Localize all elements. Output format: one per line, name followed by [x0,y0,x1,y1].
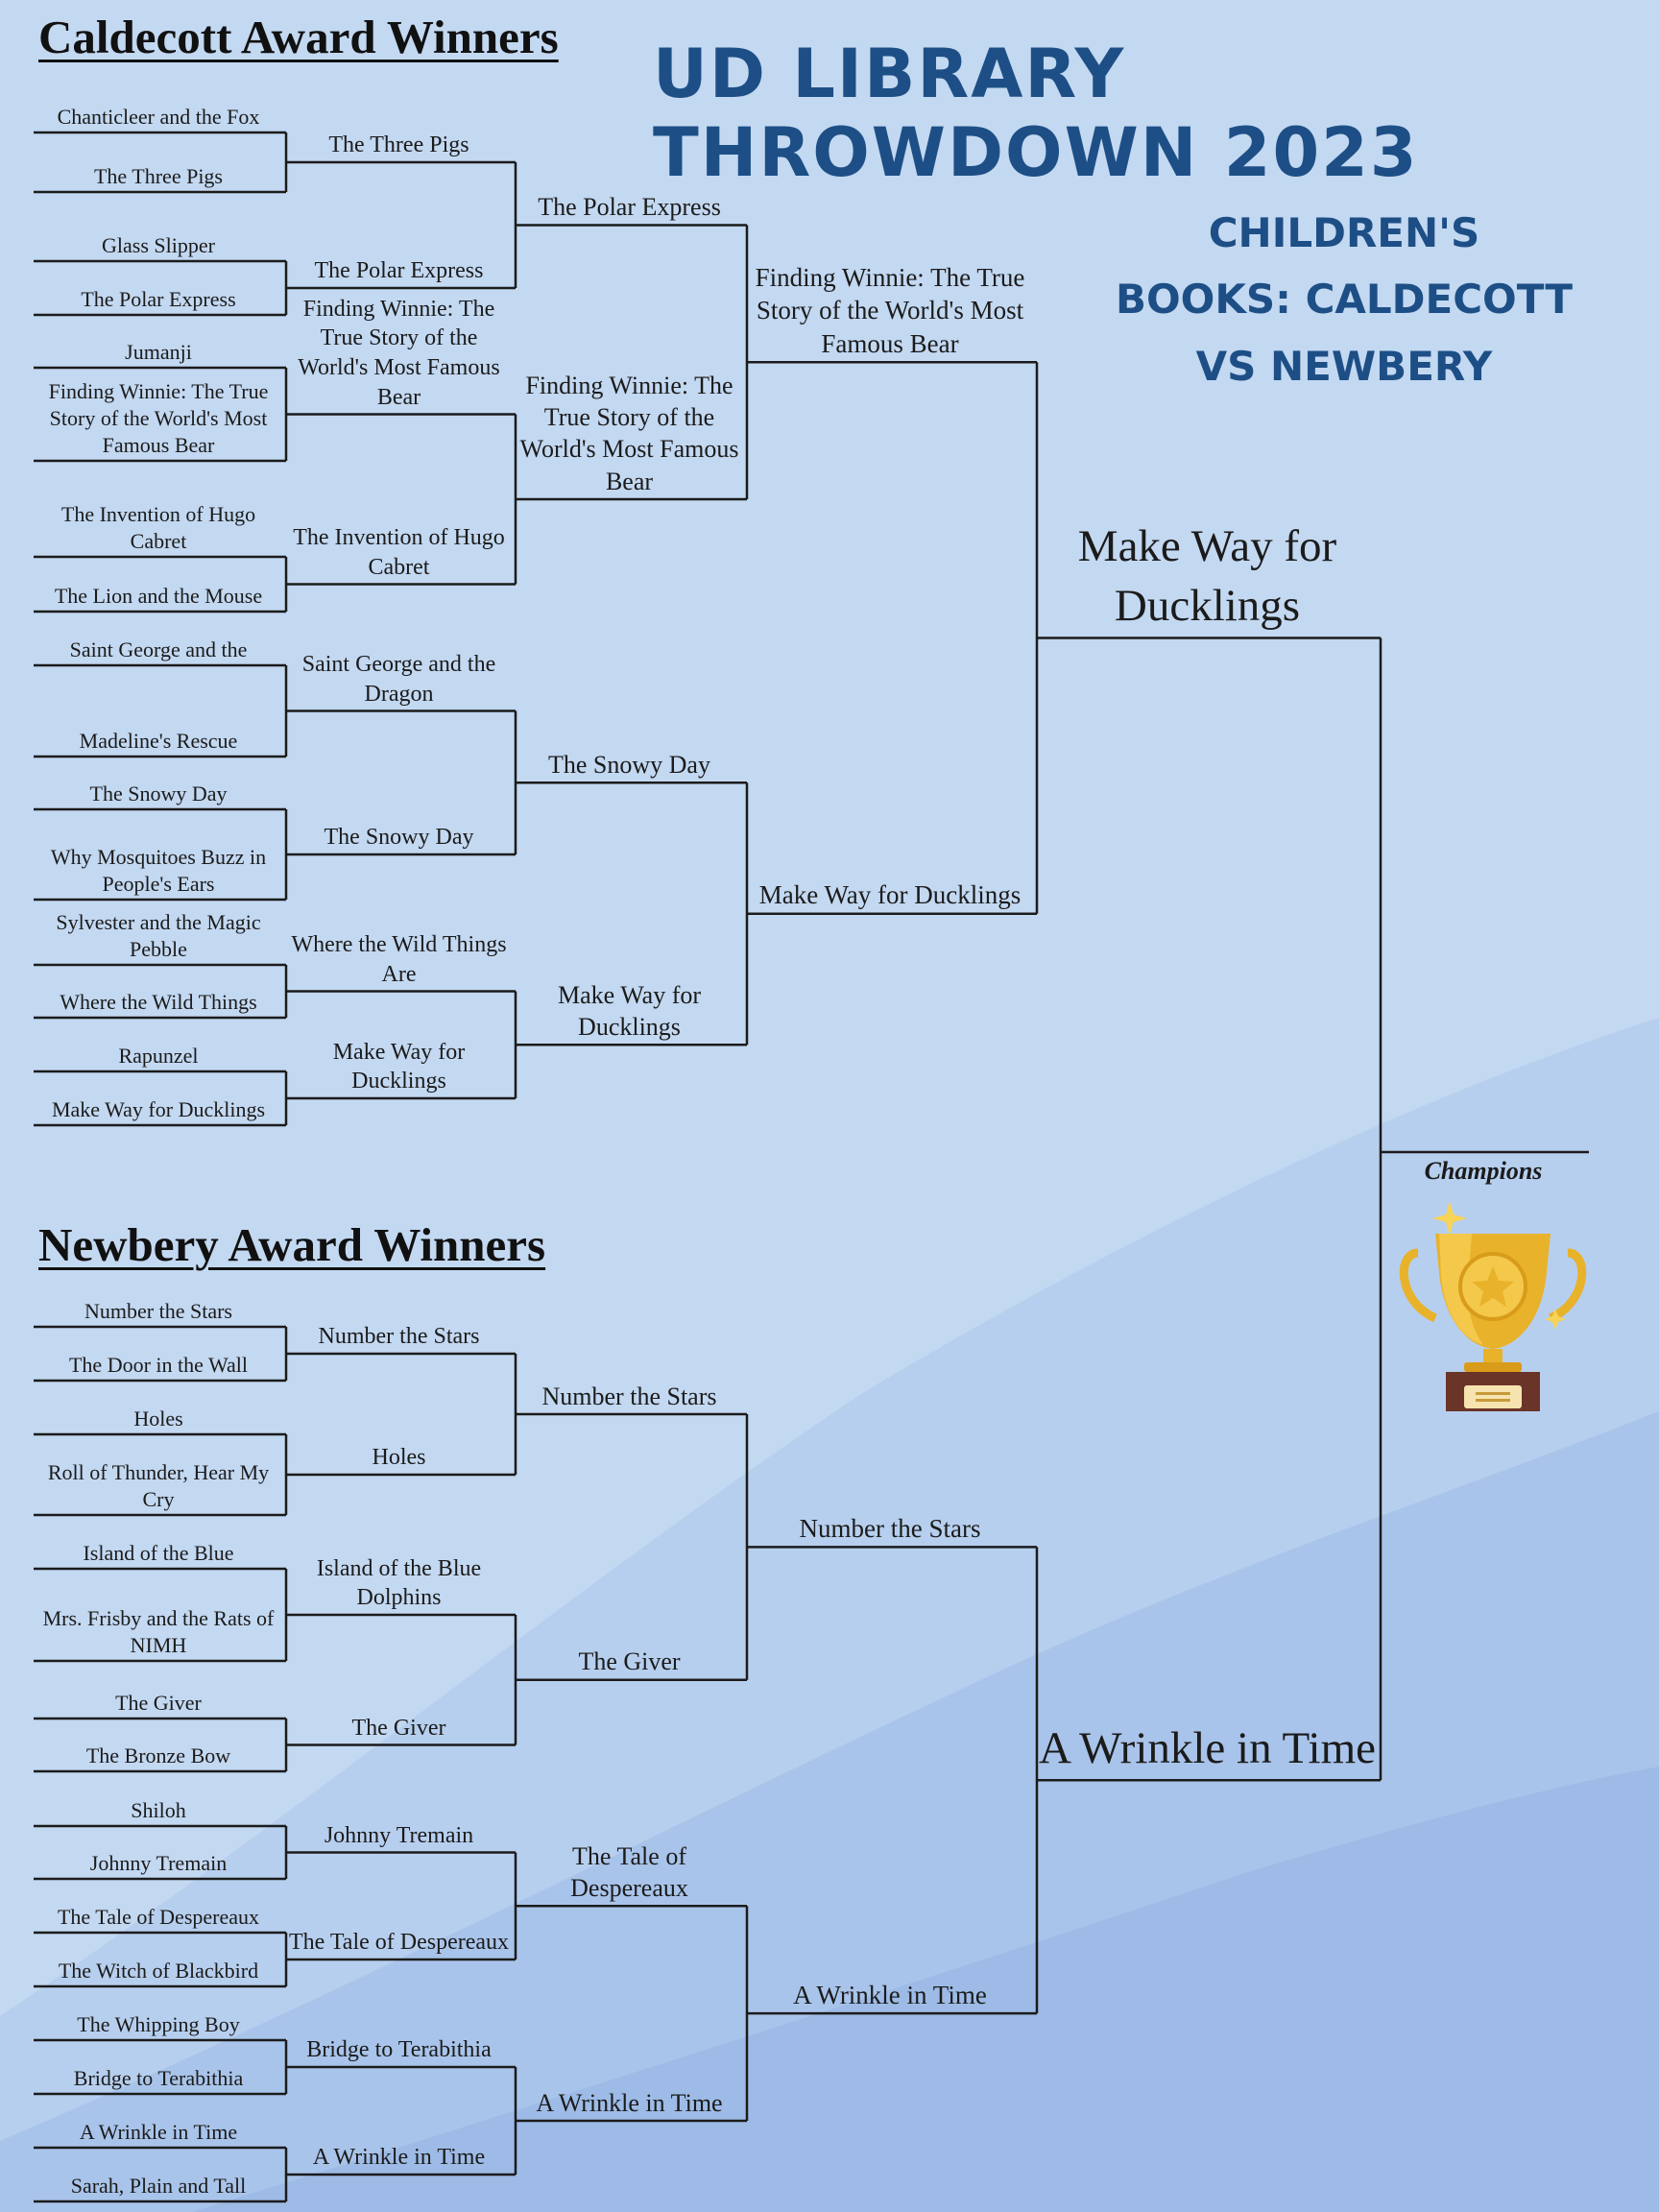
caldecott-r1-entry: Finding Winnie: The True Story of the Wo… [49,379,269,457]
caldecott-finalist: Make Way for Ducklings [1077,520,1337,632]
newbery-r3-entry: The Tale of Despereaux [570,1841,688,1902]
caldecott-r4-entry: Make Way for Ducklings [758,880,1022,910]
newbery-r2-entry: Number the Stars [318,1324,480,1350]
caldecott-r2-entry: The Three Pigs [328,132,469,158]
caldecott-r3-entry: Finding Winnie: The True Story of the Wo… [519,372,739,495]
newbery-r4-entry: A Wrinkle in Time [793,1980,987,2009]
caldecott-r2-entry: Finding Winnie: The True Story of the Wo… [298,297,500,410]
caldecott-r1-entry: Why Mosquitoes Buzz in People's Ears [50,844,267,896]
caldecott-r1-entry: The Three Pigs [93,163,223,188]
caldecott-r1-entry: Where the Wild Things [60,989,257,1014]
caldecott-r1-entry: Jumanji [125,339,192,364]
caldecott-r3-entry: The Polar Express [538,193,721,222]
caldecott-r3-entry: The Snowy Day [548,750,710,779]
champions-label: Champions [1424,1157,1543,1185]
newbery-r3-entry: The Giver [578,1647,681,1676]
caldecott-r2-entry: Saint George and the Dragon [301,652,496,707]
newbery-r2-entry: Johnny Tremain [324,1822,474,1848]
newbery-r1-entry: Shiloh [131,1797,186,1822]
newbery-r2-entry: The Giver [351,1715,446,1741]
caldecott-r1-entry: Chanticleer and the Fox [57,104,260,129]
newbery-finalist: A Wrinkle in Time [1038,1722,1377,1773]
newbery-r2-entry: The Tale of Despereaux [288,1930,510,1956]
caldecott-r1-entry: Madeline's Rescue [79,728,238,753]
newbery-r1-entry: The Giver [115,1690,202,1715]
caldecott-r1-entry: The Polar Express [81,286,236,311]
newbery-r2-entry: Bridge to Terabithia [306,2037,492,2063]
caldecott-r2-entry: Where the Wild Things Are [291,932,507,987]
caldecott-r1-entry: Rapunzel [118,1043,199,1068]
caldecott-r2-entry: The Snowy Day [324,825,474,851]
main-title: UD LIBRARY THROWDOWN 2023 [653,35,1419,192]
caldecott-r1-entry: Glass Slipper [102,232,215,257]
newbery-r1-entry: Sarah, Plain and Tall [70,2173,247,2198]
caldecott-section-title: Caldecott Award Winners [38,11,559,63]
newbery-r1-entry: Roll of Thunder, Hear My Cry [47,1459,270,1511]
newbery-r1-entry: The Whipping Boy [77,2011,240,2036]
caldecott-r1-entry: Sylvester and the Magic Pebble [56,909,261,961]
caldecott-r1-entry: The Lion and the Mouse [54,583,263,608]
caldecott-r4-entry: Finding Winnie: The True Story of the Wo… [755,262,1025,358]
newbery-r1-entry: Bridge to Terabithia [73,2065,244,2090]
newbery-r1-entry: The Door in the Wall [68,1352,248,1377]
caldecott-r1-entry: The Snowy Day [89,781,228,805]
caldecott-r1-entry: The Invention of Hugo Cabret [60,501,256,553]
subtitle: Children's Books: Caldecott vs Newbery [1115,209,1574,390]
caldecott-r2-entry: The Invention of Hugo Cabret [293,525,505,580]
newbery-r1-entry: Johnny Tremain [89,1850,228,1875]
newbery-r1-entry: Number the Stars [84,1298,232,1323]
trophy-icon [1399,1201,1587,1411]
newbery-r2-entry: A Wrinkle in Time [312,2145,486,2171]
newbery-r1-entry: The Witch of Blackbird [58,1958,259,1983]
caldecott-r3-entry: Make Way for Ducklings [557,980,702,1041]
newbery-r1-entry: Island of the Blue [83,1540,234,1565]
newbery-r1-entry: The Bronze Bow [85,1743,231,1767]
caldecott-r2-entry: Make Way for Ducklings [332,1039,466,1094]
caldecott-r2-entry: The Polar Express [314,258,484,284]
caldecott-r1-entry: Saint George and the [69,637,248,661]
newbery-r1-entry: A Wrinkle in Time [79,2119,238,2144]
caldecott-r1-entry: Make Way for Ducklings [51,1096,266,1121]
newbery-r2-entry: Holes [372,1445,426,1471]
newbery-r4-entry: Number the Stars [799,1513,981,1543]
newbery-r3-entry: Number the Stars [541,1382,717,1410]
newbery-r1-entry: Holes [133,1406,183,1431]
newbery-section-title: Newbery Award Winners [38,1218,546,1271]
newbery-r3-entry: A Wrinkle in Time [536,2088,723,2117]
newbery-r2-entry: Island of the Blue Dolphins [316,1555,482,1611]
newbery-r1-entry: The Tale of Despereaux [57,1904,259,1929]
newbery-r1-entry: Mrs. Frisby and the Rats of NIMH [42,1605,275,1657]
